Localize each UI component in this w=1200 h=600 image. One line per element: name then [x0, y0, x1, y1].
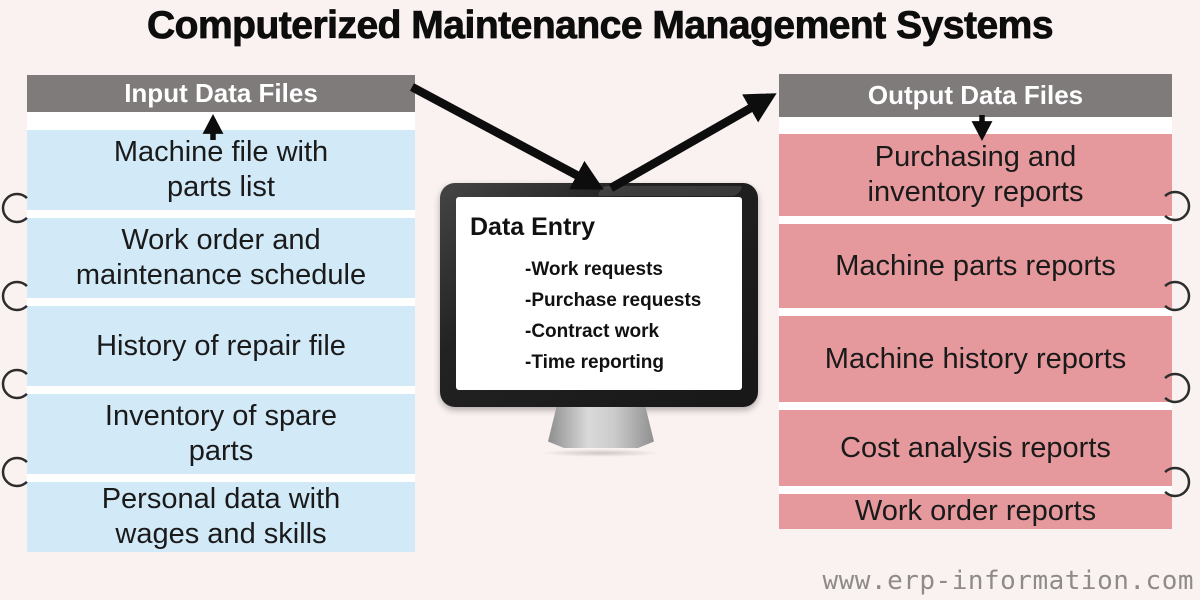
output-box-machine-parts-reports: Machine parts reports [779, 224, 1172, 308]
page-title: Computerized Maintenance Management Syst… [146, 4, 1054, 48]
monitor-stand [548, 407, 654, 448]
monitor-graphic: Data Entry -Work requests -Purchase requ… [440, 183, 758, 407]
monitor-shadow [540, 449, 662, 457]
output-box-purchasing-reports: Purchasing and inventory reports [779, 134, 1172, 216]
input-box-repair-history: History of repair file [27, 306, 415, 386]
binder-ring-icon [1, 456, 28, 488]
flow-arrow-monitor-to-output-icon [608, 93, 777, 192]
monitor-screen: Data Entry -Work requests -Purchase requ… [456, 197, 742, 390]
output-box-cost-analysis-reports: Cost analysis reports [779, 410, 1172, 486]
input-column: Input Data Files Machine file with parts… [27, 75, 415, 552]
input-column-header: Input Data Files [27, 75, 415, 112]
data-entry-item-time-reporting: -Time reporting [525, 352, 664, 373]
output-box-machine-history-reports: Machine history reports [779, 316, 1172, 402]
input-box-work-order: Work order and maintenance schedule [27, 218, 415, 298]
input-box-machine-file: Machine file with parts list [27, 130, 415, 210]
output-column: Output Data Files Purchasing and invento… [779, 74, 1172, 529]
data-entry-heading: Data Entry [470, 213, 596, 241]
flow-arrow-input-to-monitor-icon [409, 83, 604, 190]
data-entry-item-work-requests: -Work requests [525, 259, 663, 280]
binder-ring-icon [1, 368, 28, 400]
output-box-work-order-reports: Work order reports [779, 494, 1172, 529]
binder-ring-icon [1, 192, 28, 224]
output-column-header: Output Data Files [779, 74, 1172, 117]
binder-ring-icon [1, 280, 28, 312]
data-entry-item-purchase-requests: -Purchase requests [525, 290, 702, 311]
input-box-personal-data: Personal data with wages and skills [27, 482, 415, 552]
input-box-spare-inventory: Inventory of spare parts [27, 394, 415, 474]
watermark: www.erp-information.com [822, 566, 1194, 596]
data-entry-item-contract-work: -Contract work [525, 321, 660, 342]
data-entry-list: -Work requests -Purchase requests -Contr… [470, 254, 742, 378]
